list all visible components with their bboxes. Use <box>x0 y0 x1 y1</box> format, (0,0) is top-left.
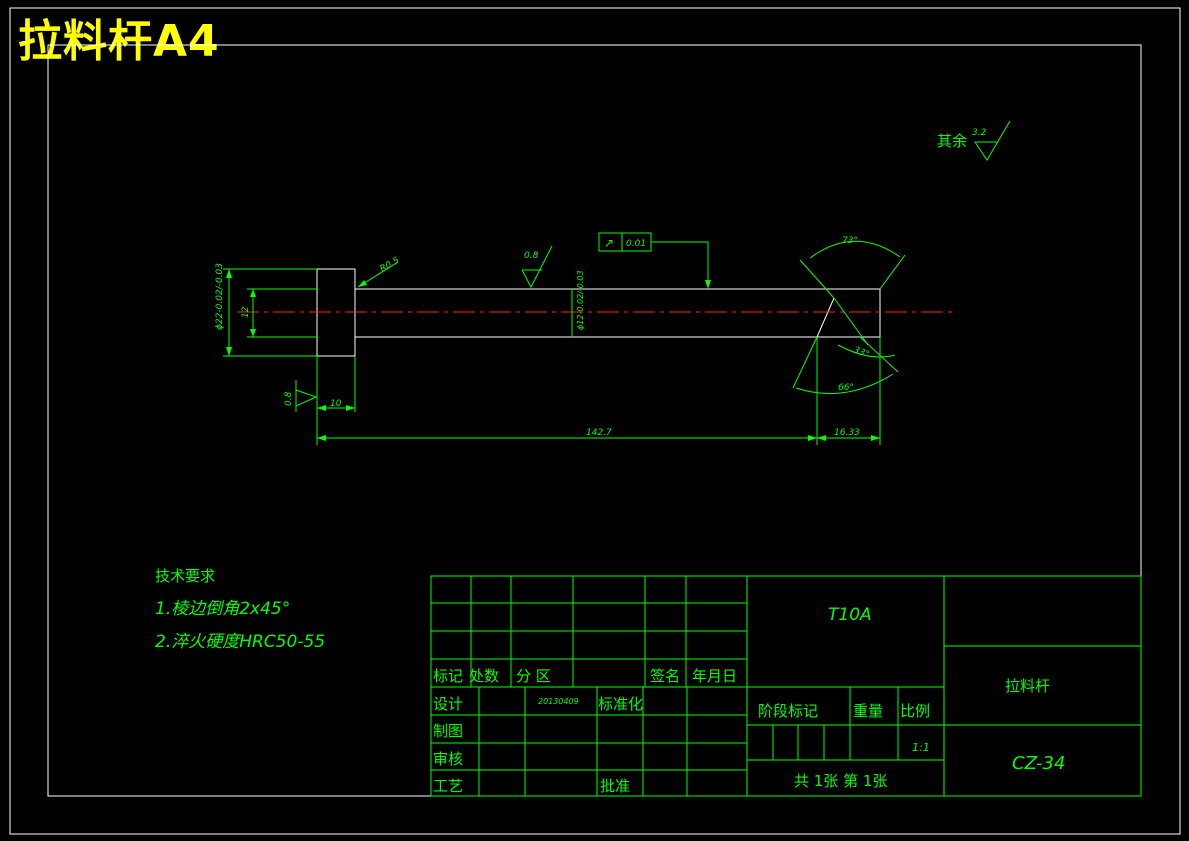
tb-part-name: 拉料杆 <box>1005 677 1050 695</box>
angle-top-label: 73° <box>842 236 858 246</box>
tech-requirements: 技术要求 1.棱边倒角2x45° 2.淬火硬度HRC50-55 <box>155 567 325 652</box>
tb-scale-label: 比例 <box>900 702 930 720</box>
tip-length-label: 16.33 <box>834 428 860 438</box>
tech-req-item: 2.淬火硬度HRC50-55 <box>155 632 325 652</box>
tb-scale-value: 1:1 <box>912 741 930 754</box>
title-block-texts: 标记 处数 分 区 签名 年月日 设计 20130409 标准化 制图 审核 工… <box>433 605 1065 795</box>
roughness-others-value: 3.2 <box>972 128 987 138</box>
title-block-grid <box>430 575 1142 797</box>
dimension-lines <box>223 120 1011 445</box>
tb-date-label: 年月日 <box>692 667 737 685</box>
head-length-label: 10 <box>330 399 342 409</box>
sheet-title: 拉料杆A4 <box>18 16 220 67</box>
tb-weight-label: 重量 <box>853 702 883 720</box>
tolerance-value: 0.01 <box>626 239 646 249</box>
tb-standardization-label: 标准化 <box>598 695 643 713</box>
part-shaft <box>355 288 881 338</box>
outer-border <box>9 7 1181 835</box>
shaft-roughness-value: 0.8 <box>524 251 539 261</box>
tb-signature-label: 签名 <box>650 667 680 685</box>
tech-req-item: 1.棱边倒角2x45° <box>155 599 290 619</box>
tb-drawing-number: CZ-34 <box>1012 753 1065 774</box>
dimension-texts: ϕ22-0.02/-0.03 12 ϕ12-0.02/-0.03 R0.5 10… <box>215 128 987 438</box>
tb-zone-label: 分 区 <box>516 667 551 685</box>
tb-approve-label: 批准 <box>600 777 630 795</box>
tip-bevel <box>816 297 835 338</box>
roughness-others-label: 其余 <box>937 132 967 150</box>
tech-req-heading: 技术要求 <box>155 567 215 585</box>
total-length-label: 142.7 <box>586 428 612 438</box>
radius-label: R0.5 <box>379 256 402 275</box>
tb-date-value: 20130409 <box>538 697 579 706</box>
tb-process-label: 工艺 <box>433 777 463 795</box>
tb-sheets: 共 1张 第 1张 <box>794 772 887 790</box>
tb-review-label: 审核 <box>433 750 463 768</box>
inner-border <box>47 44 1142 797</box>
angle-mid-label: 33° <box>852 345 870 360</box>
angle-bottom-label: 66° <box>838 383 854 393</box>
runout-symbol: ↗ <box>604 236 614 250</box>
tb-design-label: 设计 <box>433 695 463 713</box>
head-roughness-value: 0.8 <box>284 391 294 406</box>
tb-count-label: 处数 <box>469 667 499 685</box>
tb-stage-mark-label: 阶段标记 <box>758 702 818 720</box>
tb-material: T10A <box>828 605 872 625</box>
arrowheads <box>226 269 880 441</box>
head-diameter-label: ϕ22-0.02/-0.03 <box>215 263 225 330</box>
shaft-tol-label: ϕ12-0.02/-0.03 <box>576 270 585 330</box>
shaft-diameter-label: 12 <box>241 306 251 318</box>
tb-mark-label: 标记 <box>433 667 463 685</box>
tb-drafting-label: 制图 <box>433 722 463 740</box>
tolerance-frame: ↗ 0.01 <box>598 232 652 252</box>
